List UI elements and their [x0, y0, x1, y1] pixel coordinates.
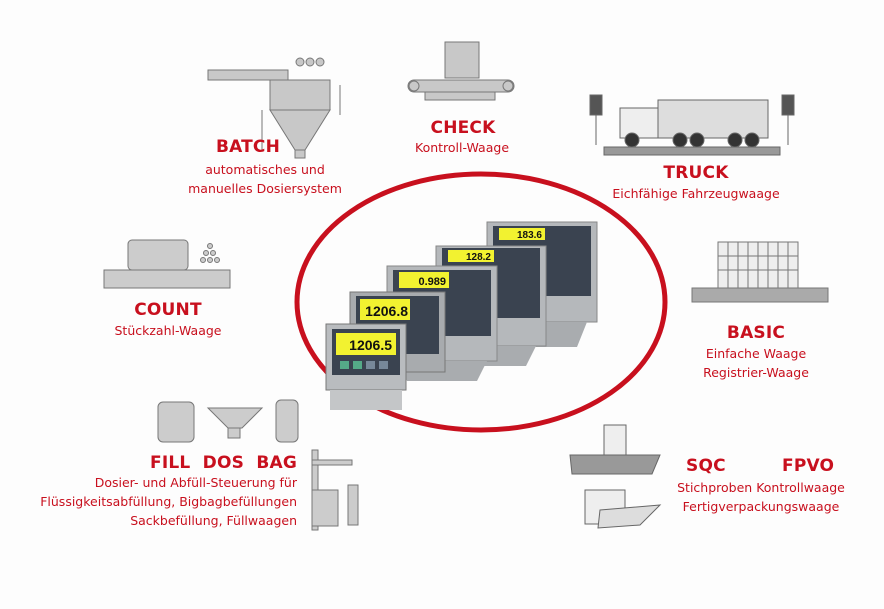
fill-dos-bag-title: FILL DOS BAG [150, 453, 297, 473]
count-title: COUNT [134, 300, 202, 320]
weighing-terminals-icon: 183.6 128.2 0.989 1206.8 1206.5 [325, 221, 598, 410]
terminal-display-value: 183.6 [517, 230, 542, 241]
count-description: Stückzahl-Waage [114, 323, 222, 338]
platform-scale-icon [691, 241, 829, 303]
counting-scale-icon [103, 239, 231, 289]
filling-station-icon [157, 399, 359, 531]
truck-description: Eichfähige Fahrzeugwaage [612, 186, 780, 201]
fpvo-title: FPVO [782, 456, 835, 476]
conveyor-checkweigher-icon [407, 41, 515, 101]
center-ring [294, 171, 668, 433]
sample-check-scale-icon [569, 424, 662, 529]
check-description: Kontroll-Waage [414, 140, 510, 155]
terminal-display-value: 0.989 [418, 276, 446, 288]
terminal-display-value: 1206.8 [365, 303, 408, 319]
terminal-display-value: 1206.5 [349, 337, 392, 353]
check-title: CHECK [430, 118, 496, 138]
sqc-title: SQC [686, 456, 726, 476]
basic-title: BASIC [726, 323, 786, 343]
terminal-display-value: 128.2 [466, 252, 491, 263]
truck-scale-icon [589, 94, 795, 156]
truck-title: TRUCK [663, 163, 729, 183]
batch-title: BATCH [215, 137, 281, 157]
hopper-screw-feeder-icon [207, 57, 341, 159]
